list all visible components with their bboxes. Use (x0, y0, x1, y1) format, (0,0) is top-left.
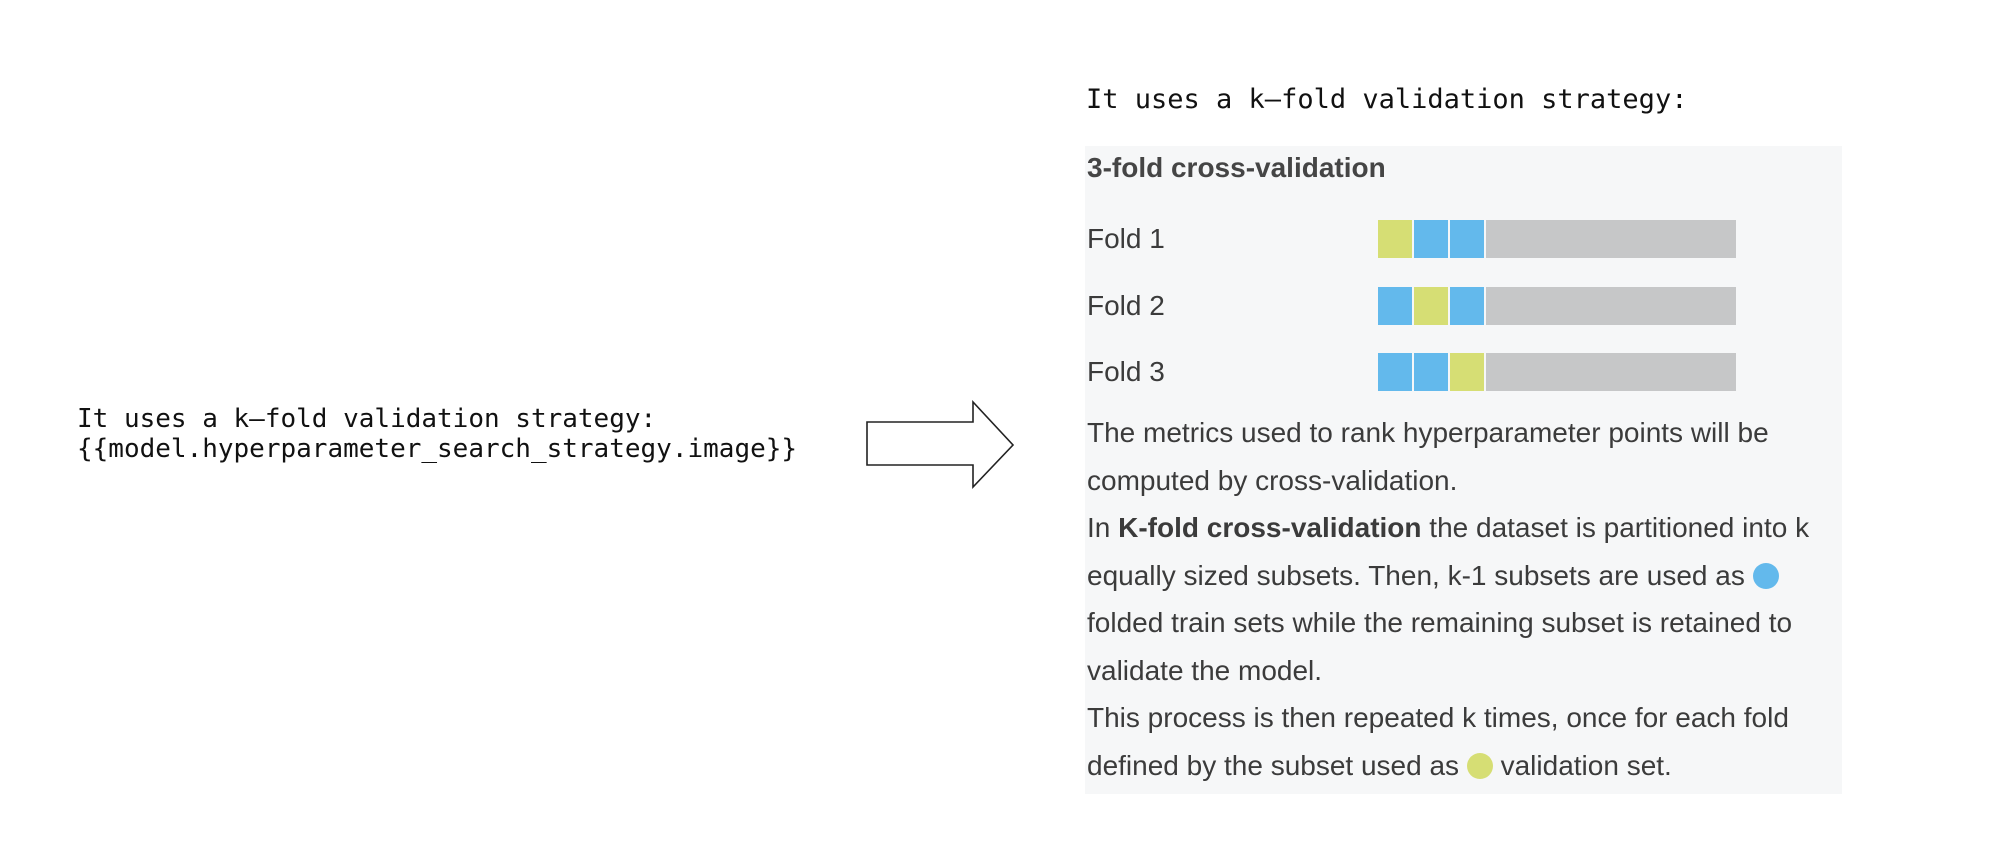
train-dot-icon (1752, 562, 1779, 589)
train-segment (1414, 353, 1448, 391)
template-line-1: It uses a k–fold validation strategy: (77, 404, 657, 434)
fold-label: Fold 2 (1087, 290, 1165, 321)
train-segment (1378, 287, 1412, 325)
train-segment (1378, 353, 1412, 391)
fold-row: Fold 2 (1087, 287, 1787, 325)
right-arrow-icon (866, 400, 1015, 489)
train-segment (1450, 220, 1484, 258)
validation-segment (1414, 287, 1448, 325)
fold-row: Fold 1 (1087, 220, 1787, 258)
fold-row: Fold 3 (1087, 353, 1787, 391)
text-span: folded train sets while the remaining su… (1087, 607, 1793, 686)
panel-title: 3-fold cross-validation (1087, 152, 1386, 183)
text-span: the dataset is partitioned into k equall… (1087, 512, 1810, 591)
train-segment (1414, 220, 1448, 258)
fold-bar (1378, 353, 1736, 391)
description-text: The metrics used to rank hyperparameter … (1087, 409, 1837, 789)
description-paragraph: This process is then repeated k times, o… (1087, 694, 1837, 789)
validation-dot-icon (1466, 752, 1493, 779)
fold-label: Fold 1 (1087, 223, 1165, 254)
fold-bar (1378, 287, 1736, 325)
text-span: In (1087, 512, 1119, 543)
rest-segment (1486, 353, 1736, 391)
train-segment (1450, 287, 1484, 325)
fold-bar (1378, 220, 1736, 258)
text-span: validation set. (1492, 749, 1672, 781)
bold-term: K-fold cross-validation (1118, 512, 1422, 543)
rest-segment (1486, 220, 1736, 258)
description-paragraph: In K-fold cross-validation the dataset i… (1087, 504, 1837, 694)
description-paragraph: The metrics used to rank hyperparameter … (1087, 417, 1769, 496)
template-line-2: {{model.hyperparameter_search_strategy.i… (77, 434, 798, 464)
cross-validation-panel: 3-fold cross-validation Fold 1 Fold 2 Fo… (1085, 146, 1842, 794)
rest-segment (1486, 287, 1736, 325)
validation-segment (1450, 353, 1484, 391)
rendered-heading: It uses a k–fold validation strategy: (1086, 84, 1688, 115)
template-code-text: It uses a k–fold validation strategy: {{… (77, 404, 797, 464)
validation-segment (1378, 220, 1412, 258)
text-span: This process is then repeated k times, o… (1087, 702, 1789, 781)
fold-label: Fold 3 (1087, 356, 1165, 387)
